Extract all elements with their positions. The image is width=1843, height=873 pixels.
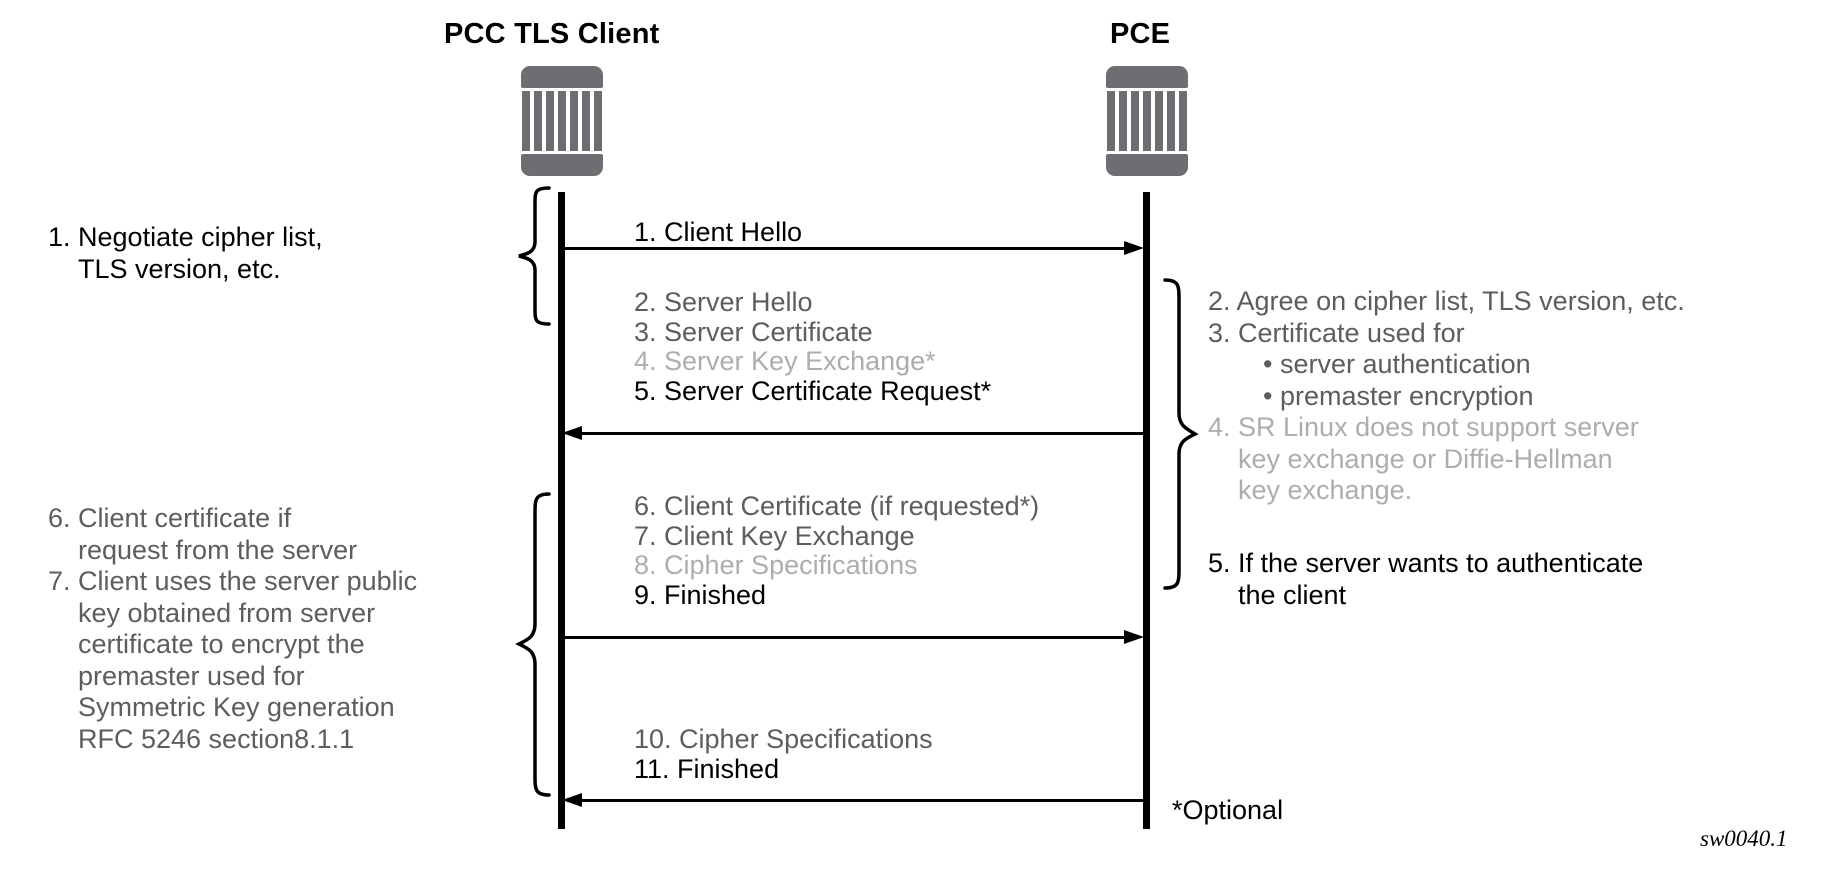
lifeline-title-server: PCE bbox=[1110, 18, 1171, 50]
router-bars bbox=[1107, 91, 1187, 151]
lifeline-title-client: PCC TLS Client bbox=[444, 18, 660, 50]
brace-left-top bbox=[505, 186, 551, 326]
router-cap-bottom bbox=[1106, 154, 1188, 176]
message-line: 9. Finished bbox=[634, 579, 767, 610]
annotation-line: 6. Client certificate if bbox=[48, 503, 292, 533]
router-cap-top bbox=[521, 66, 603, 88]
message-line: 3. Server Certificate bbox=[634, 316, 873, 347]
annotation-server-authenticate-note: 5. If the server wants to authenticate t… bbox=[1208, 548, 1643, 611]
message-line: 6. Client Certificate (if requested*) bbox=[634, 491, 1040, 521]
message-line: 11. Finished bbox=[634, 753, 780, 784]
arrow-cipher-spec-finished-group bbox=[562, 793, 1144, 807]
message-line: 7. Client Key Exchange bbox=[634, 520, 915, 551]
footnote-optional: *Optional bbox=[1172, 795, 1284, 825]
annotation-line: the client bbox=[1238, 579, 1347, 610]
message-line: 5. Server Certificate Request* bbox=[634, 375, 992, 406]
annotation-line: RFC 5246 section8.1.1 bbox=[78, 723, 355, 754]
annotation-line: key exchange or Diffie-Hellman bbox=[1238, 443, 1613, 474]
annotation-line: Symmetric Key generation bbox=[78, 692, 395, 722]
annotation-line: 4. SR Linux does not support server bbox=[1208, 412, 1639, 442]
annotation-line: 2. Agree on cipher list, TLS version, et… bbox=[1208, 286, 1685, 316]
message-line: 2. Server Hello bbox=[634, 287, 813, 317]
lifeline-server bbox=[1143, 192, 1150, 829]
message-line: 8. Cipher Specifications bbox=[634, 550, 918, 580]
annotation-line: 7. Client uses the server public bbox=[48, 566, 418, 596]
lifeline-client bbox=[558, 192, 565, 829]
annotation-line: 1. Negotiate cipher list, bbox=[48, 222, 323, 252]
router-cap-bottom bbox=[521, 154, 603, 176]
annotation-line: request from the server bbox=[78, 534, 358, 565]
annotation-line: • server authentication bbox=[1263, 349, 1531, 379]
message-group-server-hello: 2. Server Hello 3. Server Certificate 4.… bbox=[634, 287, 992, 406]
router-cap-top bbox=[1106, 66, 1188, 88]
footnote-image-id: sw0040.1 bbox=[1700, 826, 1788, 851]
annotation-negotiate-note: 1. Negotiate cipher list, TLS version, e… bbox=[48, 222, 323, 285]
message-group-client-hello: 1. Client Hello bbox=[634, 217, 803, 248]
arrow-server-hello-group bbox=[562, 426, 1144, 440]
arrow-client-hello bbox=[562, 241, 1144, 255]
annotation-line: 5. If the server wants to authenticate bbox=[1208, 548, 1644, 578]
annotation-line: • premaster encryption bbox=[1263, 380, 1534, 411]
router-bars bbox=[522, 91, 602, 151]
brace-right bbox=[1163, 278, 1209, 590]
annotation-line: key obtained from server bbox=[78, 597, 376, 628]
annotation-line: premaster used for bbox=[78, 660, 305, 691]
message-line: 10. Cipher Specifications bbox=[634, 724, 933, 754]
annotation-line: 3. Certificate used for bbox=[1208, 317, 1465, 348]
brace-left-bottom bbox=[505, 492, 551, 797]
router-icon-server bbox=[1106, 66, 1188, 176]
annotation-line: TLS version, etc. bbox=[78, 253, 281, 284]
message-group-cipher-spec-finished: 10. Cipher Specifications 11. Finished bbox=[634, 724, 933, 784]
annotation-client-certificate-note: 6. Client certificate if request from th… bbox=[48, 503, 417, 755]
arrow-client-certificate-group bbox=[562, 630, 1144, 644]
message-group-client-certificate: 6. Client Certificate (if requested*) 7.… bbox=[634, 491, 1040, 610]
message-line: 4. Server Key Exchange* bbox=[634, 346, 936, 376]
annotation-server-agreement-note: 2. Agree on cipher list, TLS version, et… bbox=[1208, 286, 1685, 507]
annotation-line: key exchange. bbox=[1238, 475, 1413, 505]
annotation-line: certificate to encrypt the bbox=[78, 629, 365, 659]
router-icon-client bbox=[521, 66, 603, 176]
message-line: 1. Client Hello bbox=[634, 217, 803, 247]
